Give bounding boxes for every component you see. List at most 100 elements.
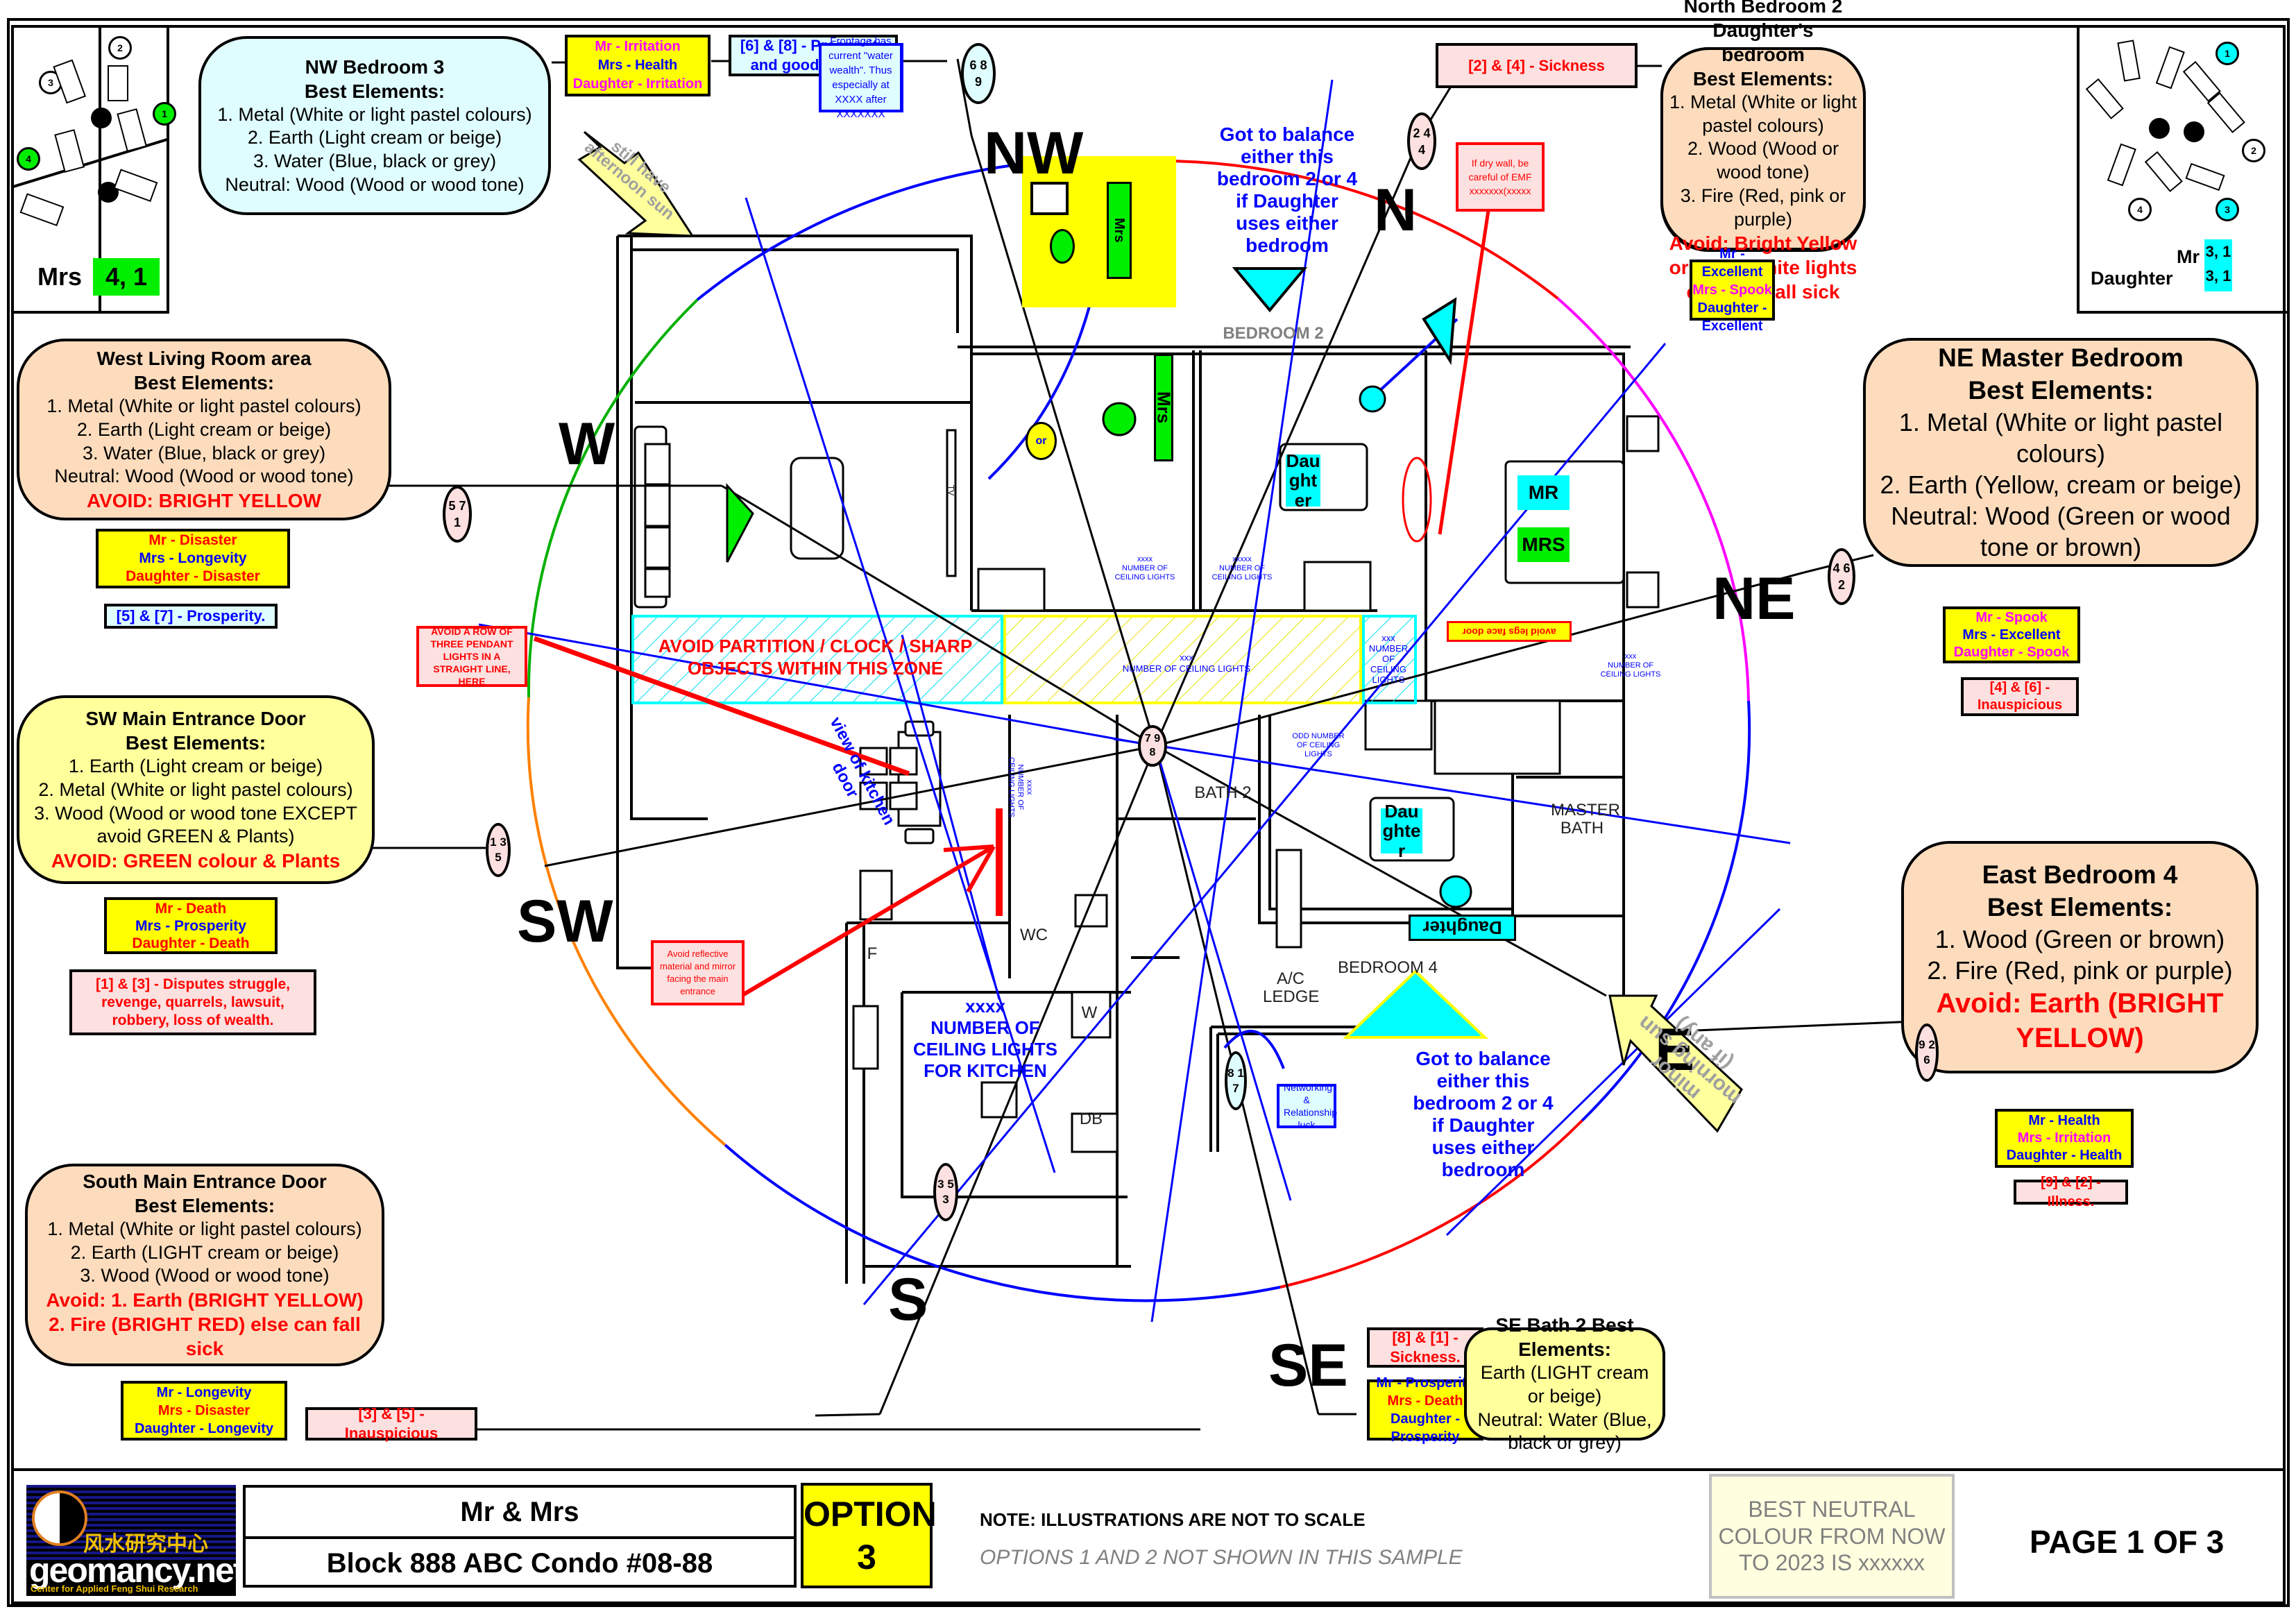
fridge-box (859, 869, 893, 921)
panel-line: 1. Metal (White or light pastel colours) (46, 396, 362, 416)
stars-bottom: 5 (495, 851, 502, 864)
panel-sw-entrance: SW Main Entrance Door Best Elements: 1. … (17, 695, 375, 884)
panel-line: 2. Wood (Wood or wood tone) (1687, 138, 1839, 182)
afternoon-sun-arrow (577, 130, 695, 237)
panel-line: 1. Earth (Light cream or beige) (68, 756, 323, 776)
panel-title: South Main Entrance Door (83, 1170, 327, 1192)
room-label-wc: WC (1020, 926, 1048, 944)
ceiling-lights-label: NUMBER OF CEILING LIGHTS (1211, 564, 1273, 581)
panel-line: 1. Metal (White or light pastel colours) (217, 103, 532, 125)
wardrobe-bedroom4 (1275, 849, 1302, 949)
coffee-table (790, 457, 844, 560)
stars-note-e: [9] & [2] - Illness. (2014, 1175, 2128, 1209)
panel-title: North Bedroom 2 (1683, 0, 1843, 17)
stars-top: 3 5 (937, 1178, 954, 1191)
stars-bottom: 7 (1232, 1081, 1239, 1095)
panel-line: 2. Metal (White or light pastel colours) (38, 779, 353, 800)
result-mrs: Mrs - Prosperity (135, 917, 246, 934)
arrow-networking (1223, 1030, 1285, 1069)
flying-star-nw: 6 8 9 (961, 43, 996, 104)
stars-note-sw: [1] & [3] - Disputes struggle, revenge, … (69, 969, 316, 1035)
result-daughter: Daughter - Prosperity (1391, 1411, 1460, 1445)
wardrobe-bedroom2-lower (1364, 699, 1433, 751)
sector-line-nw (970, 135, 1157, 747)
panel-line: 3. Water (Blue, black or grey) (253, 151, 497, 171)
client-info-box: Mr & Mrs Block 888 ABC Condo #08-88 (243, 1485, 797, 1588)
panel-subtitle: Best Elements: (134, 1194, 275, 1216)
panel-ne-master: NE Master Bedroom Best Elements: 1. Meta… (1863, 338, 2259, 567)
gua-inset-left-box: 2 3 1 4 Mrs 4, 1 (11, 28, 176, 314)
panel-title: SW Main Entrance Door (85, 708, 306, 729)
nw-green-circle (1050, 229, 1075, 264)
client-address: Block 888 ABC Condo #08-88 (326, 1547, 713, 1579)
result-daughter: Daughter - Excellent (1697, 300, 1767, 334)
footer-border (11, 1465, 2286, 1604)
panel-title: East Bedroom 4 (1982, 860, 2178, 890)
gua-number-1: 1 (153, 102, 176, 126)
panel-title: NW Bedroom 3 (305, 56, 445, 78)
panel-avoid: Avoid: 1. Earth (BRIGHT YELLOW) 2. Fire … (46, 1289, 364, 1360)
panel-subtitle: Best Elements: (125, 732, 266, 754)
balance-note-top: Got to balance either this bedroom 2 or … (1216, 124, 1358, 256)
arc-n (1148, 159, 1559, 300)
green-triangle-living (726, 483, 754, 563)
client-name: Mr & Mrs (246, 1488, 794, 1539)
panel-line: 1. Metal (White or light pastel colours) (47, 1218, 362, 1239)
nw-bed-highlight (1022, 156, 1176, 307)
compass-icon (2184, 121, 2204, 142)
option-number: 3 (857, 1538, 876, 1577)
result-box-nw: Mr - Irritation Mrs - Health Daughter - … (565, 35, 711, 96)
result-mr: Mr - Health (2028, 1113, 2100, 1128)
result-daughter: Daughter - Longevity (134, 1421, 273, 1436)
page-number: PAGE 1 OF 3 (2030, 1524, 2225, 1560)
stars-bottom: 9 (974, 75, 982, 89)
flying-star-s: 3 5 3 (933, 1163, 958, 1221)
gua-number-3: 3 (2216, 198, 2239, 221)
result-box-e: Mr - Health Mrs - Irritation Daughter - … (1995, 1109, 2134, 1168)
stars-bottom: 6 (1923, 1053, 1930, 1067)
bed-tag-ne-mr: MR (1517, 475, 1570, 510)
stars-top: 6 8 (969, 58, 987, 72)
stars-bottom: 2 (1837, 578, 1845, 592)
direction-se: SE (1268, 1332, 1348, 1399)
avoid-zone-living (631, 615, 1003, 704)
result-box-n-content: Mr - Excellent Mrs - Spook Daughter - Ex… (1690, 246, 1775, 334)
logo-chinese: 风水研究中心 (83, 1533, 208, 1556)
panel-line: 1. Metal (White or light pastel colours) (1898, 407, 2223, 468)
panel-line: Neutral: Water (Blue, black or grey) (1477, 1409, 1652, 1454)
stars-top: 2 4 (1413, 126, 1431, 140)
nw-bed-pillow (1030, 182, 1069, 215)
panel-line: 2. Earth (Light cream or beige) (247, 127, 502, 148)
sector-line-s (878, 745, 1157, 1415)
flying-star-e: 9 2 6 (1915, 1023, 1939, 1082)
panel-line: Neutral: Wood (Wood or wood tone) (54, 466, 354, 487)
cyan-triangle-bedroom2 (1232, 267, 1308, 313)
cyan-circle-bedroom2 (1359, 385, 1386, 413)
bed-orientation-icons (11, 59, 169, 227)
panel-line: 1. Metal (White or light pastel colours) (1669, 91, 1857, 136)
ceiling-lights-count: xxxx (1025, 779, 1034, 795)
avoid-zone-label: AVOID PARTITION / CLOCK / SHARP OBJECTS … (658, 636, 973, 679)
flying-star-n: 2 4 4 (1407, 112, 1436, 170)
direction-ne: NE (1712, 566, 1796, 632)
gua-number-2: 2 (2242, 139, 2265, 162)
result-box-se: Mr - Prosperity Mrs - Death Daughter - P… (1367, 1375, 1483, 1445)
gua-value-mr: 3, 1 (2205, 243, 2231, 260)
result-box-sw: Mr - Death Mrs - Prosperity Daughter - D… (104, 897, 278, 954)
panel-n-bedroom2: North Bedroom 2 Daughter's bedroom Best … (1660, 0, 1866, 303)
scale-note: NOTE: ILLUSTRATIONS ARE NOT TO SCALE (980, 1509, 1366, 1530)
kitchen-lights-count: xxxx (965, 996, 1005, 1017)
compass-circle (526, 158, 1751, 1302)
ceiling-lights-count: xxx (1624, 652, 1637, 661)
result-mr: Mr - Prosperity (1376, 1375, 1474, 1391)
stars-top: 8 1 (1227, 1066, 1244, 1080)
geomancy-logo[interactable]: 风水研究中心 geomancy.net Center for Applied F… (26, 1485, 236, 1596)
arc-se (1279, 1119, 1583, 1289)
result-mr: Mr - Spook (1975, 609, 2048, 625)
stars-top: 1 3 (490, 835, 507, 849)
red-arrows (533, 187, 1494, 1001)
result-mr: Mr - Irritation (595, 39, 681, 54)
bed-orientation-icons (2085, 40, 2245, 192)
diagram-border (11, 25, 2286, 1471)
panel-line: 3. Fire (Red, pink or purple) (1680, 185, 1846, 230)
